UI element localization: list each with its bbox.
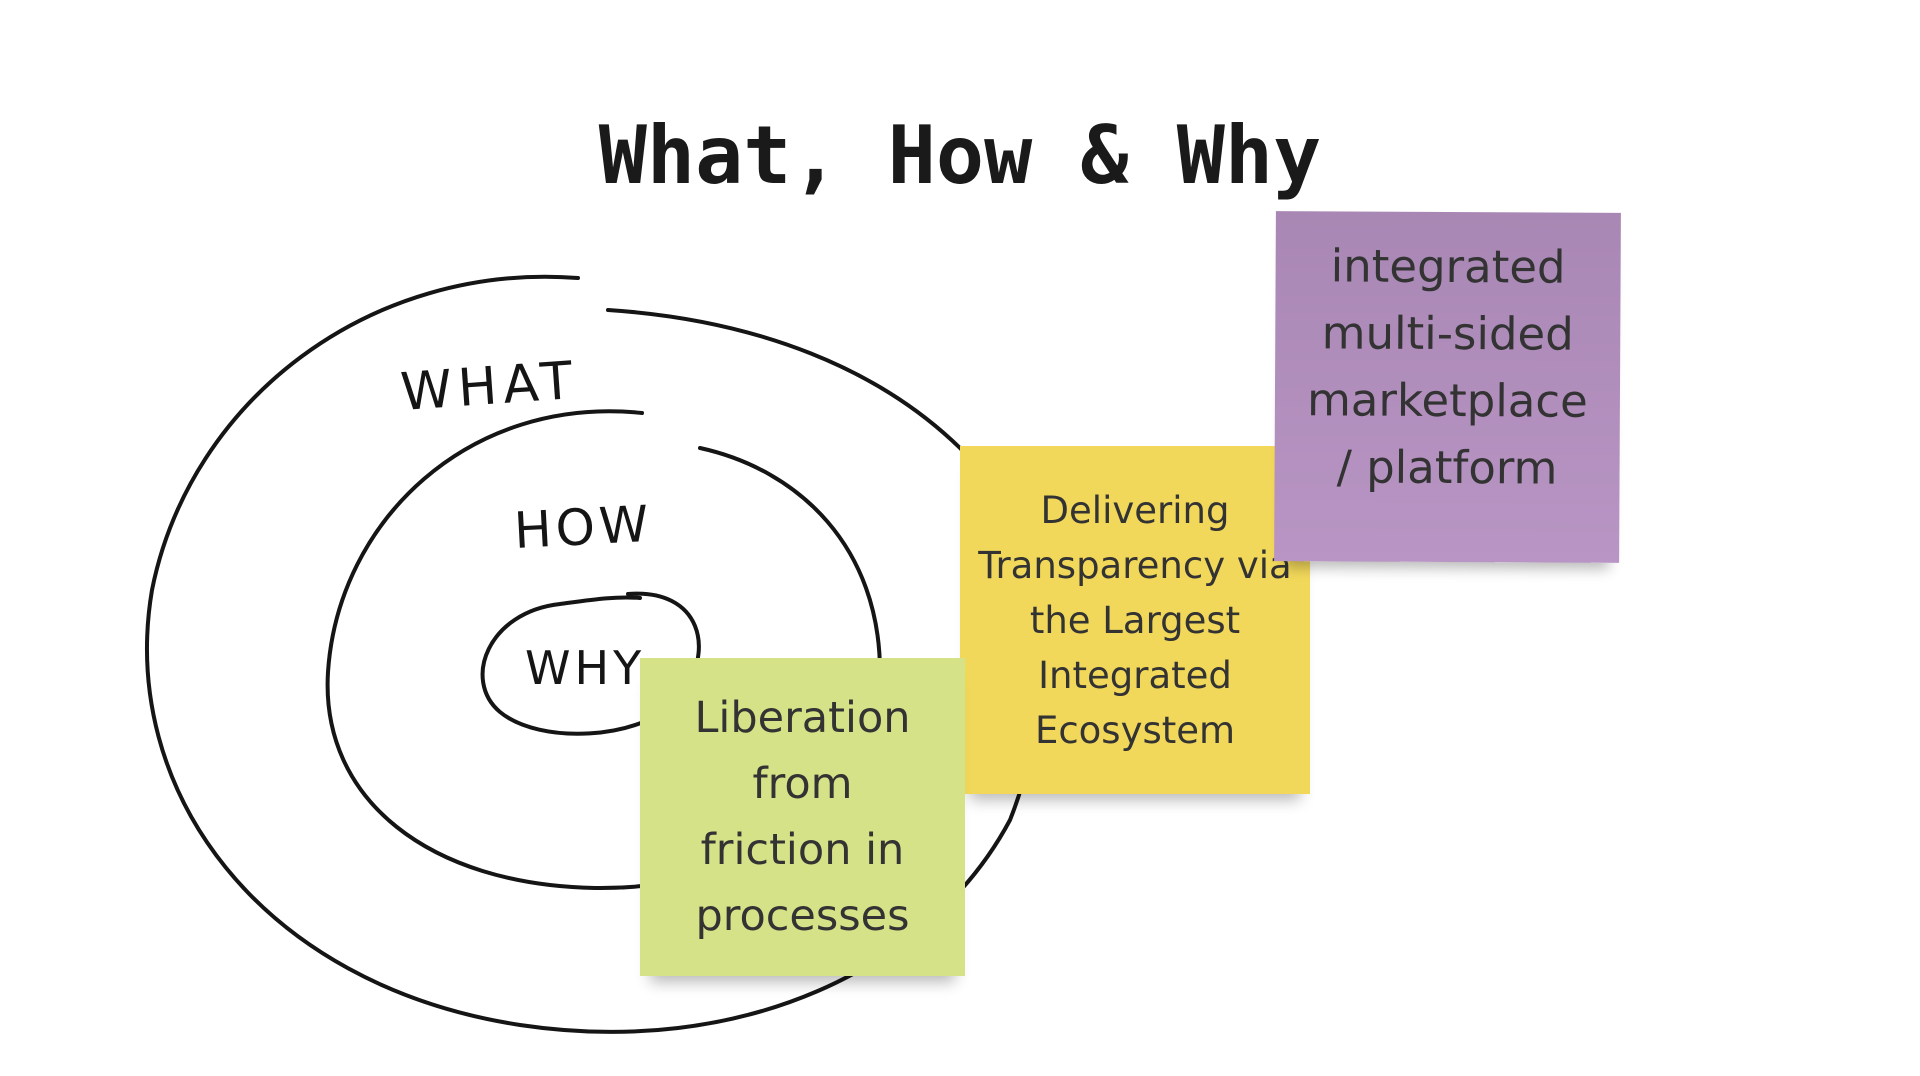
sticky-note-what-text: integrated multi-sided marketplace / pla… [1306, 239, 1588, 495]
sticky-note-what: integrated multi-sided marketplace / pla… [1274, 211, 1621, 563]
label-how: HOW [513, 495, 654, 560]
outer-circle [145, 274, 1041, 1034]
label-why: WHY [525, 641, 645, 695]
middle-circle [325, 409, 883, 891]
label-what: WHAT [399, 351, 581, 423]
slide-title: What, How & Why [598, 109, 1322, 202]
sticky-note-how: Delivering Transparency via the Largest … [960, 446, 1310, 794]
sticky-note-how-text: Delivering Transparency via the Largest … [978, 488, 1292, 752]
inner-circle [480, 591, 701, 736]
sticky-note-why: Liberation from friction in processes [640, 658, 965, 976]
sticky-note-why-text: Liberation from friction in processes [694, 693, 911, 941]
